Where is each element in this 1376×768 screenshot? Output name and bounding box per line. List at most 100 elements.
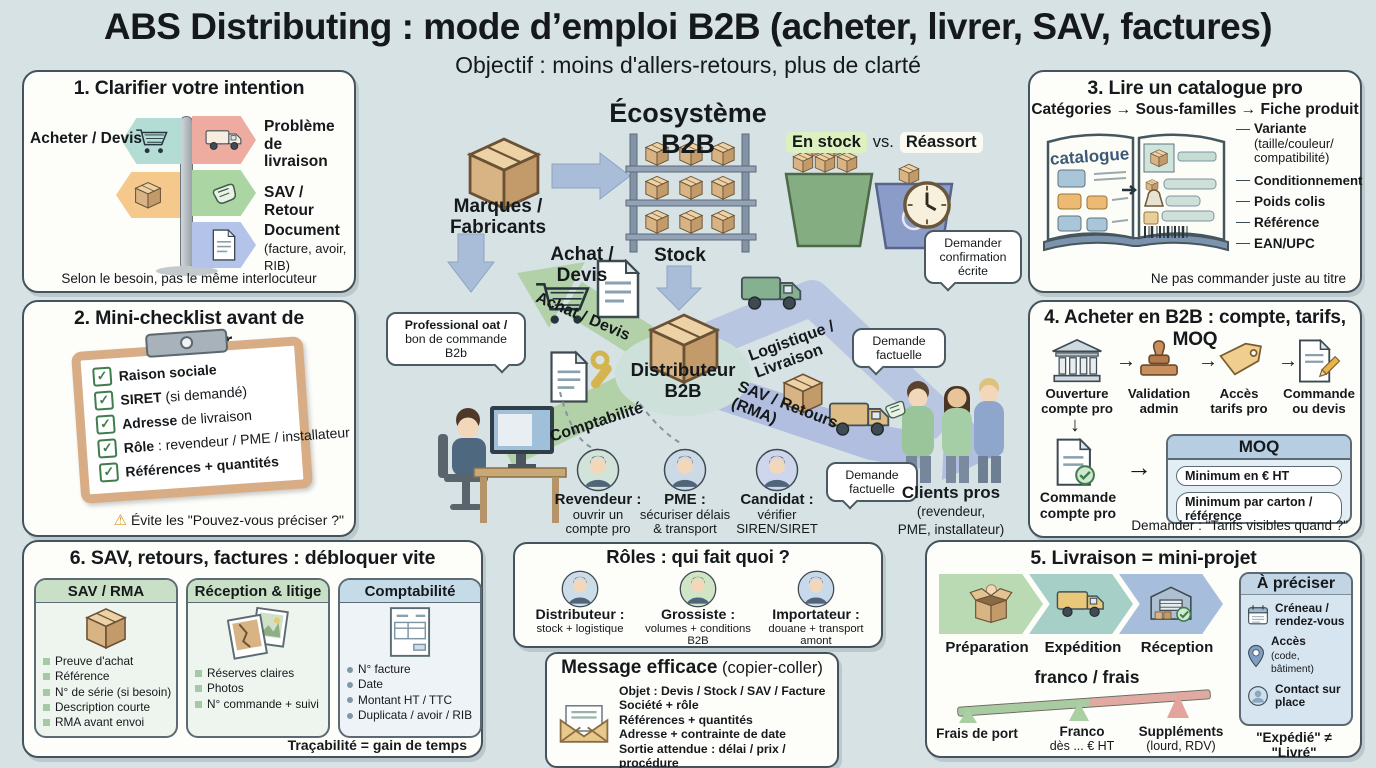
- card-comptabilite: Comptabilité N° facture Date Montant HT …: [338, 578, 482, 738]
- seesaw-support-right: [1167, 694, 1189, 718]
- calendar-icon: [1247, 604, 1269, 626]
- arrow-box-to-shelf: [551, 151, 631, 201]
- clients-pros-illustration: [885, 378, 1004, 483]
- step-label-preparation: Préparation: [945, 639, 1029, 656]
- franco-frais-title: franco / frais: [1034, 667, 1140, 687]
- step-label-expedition: Expédition: [1044, 639, 1122, 656]
- moq-item: Minimum par carton / référence: [1176, 492, 1342, 522]
- panel4-footer: Demander : "Tarifs visibles quand ?": [1131, 518, 1348, 533]
- chevron-reception: [1119, 574, 1223, 634]
- persona-pme: PME : sécuriser délais& transport: [630, 448, 740, 536]
- compta-doc-icon: [550, 351, 588, 403]
- achat-devis-label: Achat / Devis: [550, 244, 614, 287]
- roles-row: Distributeur : stock + logistique Grossi…: [521, 570, 875, 648]
- a-preciser-box: À préciser Créneau / rendez-vous Accès(c…: [1239, 572, 1353, 726]
- bin-en-stock-icon: [784, 137, 874, 248]
- catalogue-field-labels: Variante(taille/couleur/ compatibilité) …: [1236, 121, 1362, 254]
- wrench-icon: [590, 350, 612, 389]
- en-stock-badge: En stock: [786, 132, 867, 153]
- panel4-title: 4. Acheter en B2B : compte, tarifs, MOQ: [1044, 307, 1346, 350]
- moq-item: Minimum en € HT: [1176, 466, 1342, 486]
- sign-label-document: Document(facture, avoir, RIB): [264, 222, 347, 273]
- bubble-demande-factuelle: Demande factuelle: [852, 328, 946, 369]
- role-grossiste: Grossiste : volumes + conditions B2B: [639, 570, 757, 648]
- price-tag-icon: [1213, 338, 1265, 384]
- checkbox-icon: ✓: [97, 438, 118, 459]
- catalogue-book-icon: catalogue: [1043, 133, 1229, 252]
- step-label-reception: Réception: [1140, 639, 1214, 656]
- return-box-icon: [80, 605, 132, 651]
- document-sign: [192, 222, 256, 268]
- hand-icon: [209, 178, 239, 208]
- bank-icon: [1051, 338, 1103, 384]
- panel3-title: 3. Lire un catalogue pro: [1087, 77, 1303, 99]
- sav-sign: [192, 170, 256, 216]
- card-comptabilite-items: N° facture Date Montant HT / TTC Duplica…: [340, 662, 480, 723]
- arrow-right-icon: →: [1116, 350, 1136, 372]
- panel-roles: Rôles : qui fait quoi ? Distributeur : s…: [513, 542, 883, 648]
- arrow-right-icon: →: [1198, 350, 1218, 372]
- shipping-truck-icon: [1056, 587, 1106, 621]
- card-reception-litige: Réception & litige Réserves claires Phot…: [186, 578, 330, 738]
- product-page-items: [1143, 143, 1217, 238]
- grossiste-avatar: [679, 570, 717, 608]
- card-comptabilite-title: Comptabilité: [340, 580, 480, 603]
- catalogue-folders: [1057, 169, 1129, 232]
- roles-title: Rôles : qui fait quoi ?: [606, 546, 790, 567]
- panel-acheter-b2b: 4. Acheter en B2B : compte, tarifs, MOQ …: [1028, 300, 1362, 538]
- box-icon: [131, 180, 165, 210]
- truck-sign: [192, 116, 256, 164]
- stamp-icon: [1136, 338, 1182, 384]
- open-box-icon: [968, 583, 1014, 625]
- ecosystem-title: Écosystème B2B: [609, 98, 767, 159]
- revendeur-avatar: [576, 448, 620, 492]
- doc-pencil-icon: [1297, 338, 1341, 384]
- panel-livraison-mini-projet: 5. Livraison = mini-projet Préparation E…: [925, 540, 1362, 760]
- hub-label: Distributeur B2B: [630, 359, 736, 401]
- arrow-right-icon: →: [1278, 350, 1298, 372]
- field-label: Variante(taille/couleur/ compatibilité): [1236, 121, 1354, 165]
- role-distributeur: Distributeur : stock + logistique: [521, 570, 639, 648]
- panel6-title: 6. SAV, retours, factures : débloquer vi…: [69, 547, 436, 569]
- contact-icon: [1247, 685, 1269, 707]
- seesaw-support-mid: [1069, 702, 1089, 721]
- arrow-right-icon: →: [1126, 452, 1152, 482]
- envelope-icon: [557, 698, 611, 746]
- a-preciser-title: À préciser: [1241, 574, 1351, 595]
- buyer-desk-illustration: [438, 406, 567, 523]
- checklist: ✓Raison sociale ✓SIRET (si demandé) ✓Adr…: [82, 345, 352, 483]
- stock-shelf-icon: [625, 133, 757, 253]
- clock-icon: [903, 181, 951, 229]
- checkbox-icon: ✓: [92, 366, 113, 387]
- panel6-cards: SAV / RMA Preuve d'achat Référence N° de…: [34, 578, 482, 738]
- stock-label: Stock: [654, 245, 706, 266]
- preciser-item-contact: Contact sur place: [1247, 682, 1345, 709]
- clients-pros-label: Clients pros (revendeur, PME, installate…: [897, 483, 1005, 538]
- role-importateur: Importateur : douane + transport amont: [757, 570, 875, 648]
- preciser-item-creneau: Créneau / rendez-vous: [1247, 601, 1345, 628]
- stock-vs-reassort: En stock vs. Réassort: [786, 132, 983, 153]
- seesaw-support-left: [959, 708, 977, 723]
- distributeur-avatar: [561, 570, 599, 608]
- importateur-avatar: [797, 570, 835, 608]
- doc-check-icon: [1054, 438, 1100, 488]
- photos-icon: [227, 606, 289, 662]
- reassort-badge: Réassort: [899, 132, 983, 153]
- box-sign: [116, 172, 180, 218]
- preciser-item-acces: Accès(code, bâtiment): [1247, 635, 1345, 675]
- card-sav-rma-items: Preuve d'achat Référence N° de série (si…: [36, 654, 176, 731]
- message-l ines: Objet : Devis / Stock / SAV / Facture So…: [619, 684, 826, 768]
- card-reception-items: Réserves claires Photos N° commande + su…: [188, 666, 328, 712]
- checkbox-icon: ✓: [98, 462, 120, 483]
